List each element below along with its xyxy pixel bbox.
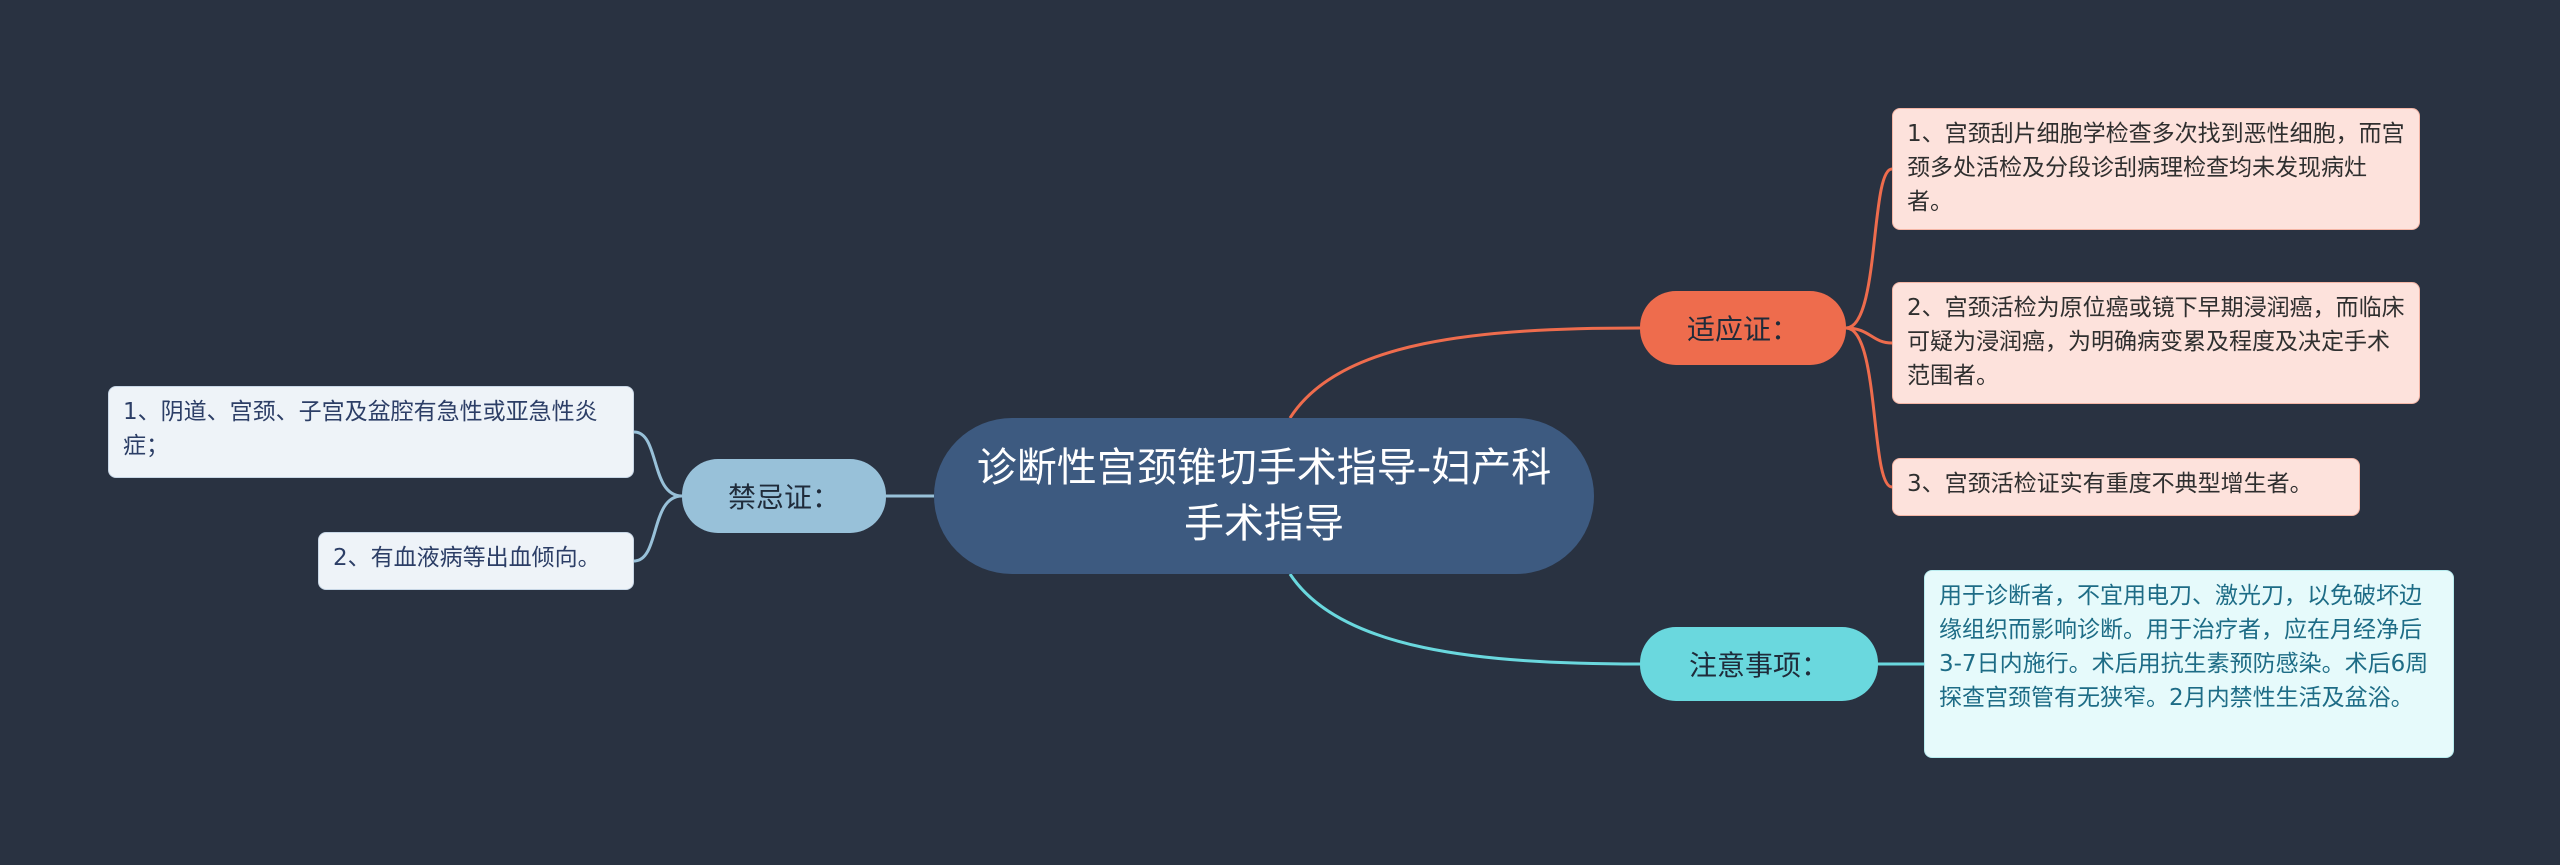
central-topic[interactable]: 诊断性宫颈锥切手术指导-妇产科手术指导 bbox=[934, 418, 1594, 574]
link-contra-item2 bbox=[633, 494, 683, 563]
indication-item-1[interactable]: 1、宫颈刮片细胞学检查多次找到恶性细胞，而宫颈多处活检及分段诊刮病理检查均未发现… bbox=[1892, 108, 2420, 230]
note-item-1[interactable]: 用于诊断者，不宜用电刀、激光刀，以免破坏边缘组织而影响诊断。用于治疗者，应在月经… bbox=[1924, 570, 2454, 758]
contraindication-item-1[interactable]: 1、阴道、宫颈、子宫及盆腔有急性或亚急性炎症； bbox=[108, 386, 634, 478]
central-topic-label: 诊断性宫颈锥切手术指导-妇产科手术指导 bbox=[976, 445, 1552, 547]
branch-notes-label: 注意事项： bbox=[1688, 649, 1829, 682]
indication-item-3[interactable]: 3、宫颈活检证实有重度不典型增生者。 bbox=[1892, 458, 2360, 516]
link-indications-item3 bbox=[1845, 326, 1893, 489]
link-center-notes bbox=[1288, 573, 1641, 666]
link-center-indications bbox=[1288, 326, 1641, 419]
branch-indications-label: 适应证： bbox=[1686, 313, 1799, 346]
indication-item-2[interactable]: 2、宫颈活检为原位癌或镜下早期浸润癌，而临床可疑为浸润癌，为明确病变累及程度及决… bbox=[1892, 282, 2420, 404]
link-indications-item1 bbox=[1845, 167, 1893, 330]
branch-contraindications-label: 禁忌证： bbox=[727, 481, 840, 514]
contraindication-item-2[interactable]: 2、有血液病等出血倾向。 bbox=[318, 532, 634, 590]
link-contra-item1 bbox=[633, 430, 683, 498]
branch-contraindications[interactable]: 禁忌证： bbox=[682, 459, 886, 533]
branch-indications[interactable]: 适应证： bbox=[1640, 291, 1846, 365]
branch-notes[interactable]: 注意事项： bbox=[1640, 627, 1878, 701]
